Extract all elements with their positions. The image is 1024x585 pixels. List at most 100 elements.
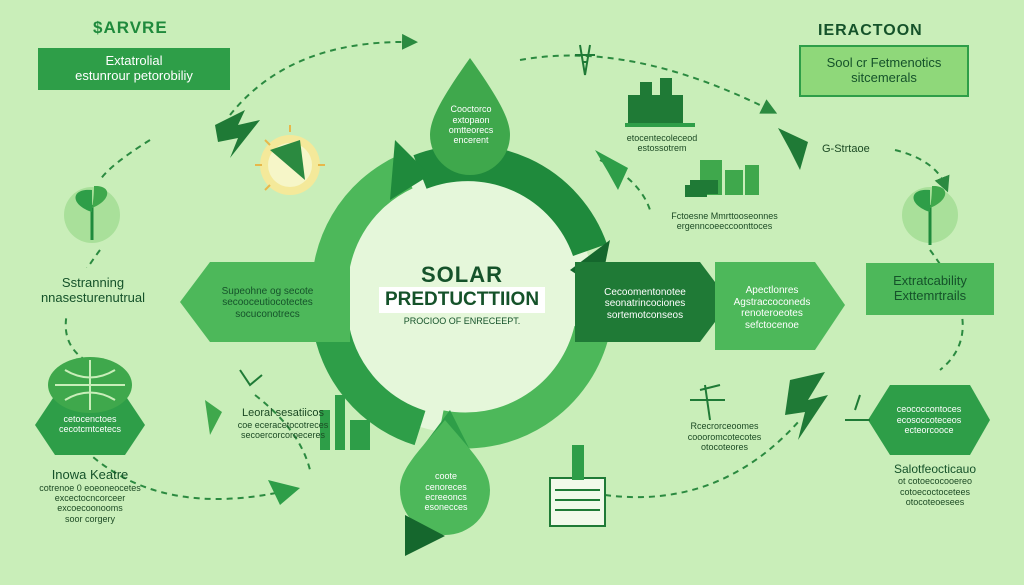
top-drop-line2: extopaon [452, 114, 490, 125]
left-bottom-line4: soor corgery [64, 513, 116, 524]
right-bottom-title: Salotfeocticauo [893, 461, 977, 476]
turbine-icon [690, 384, 725, 421]
right-bottom-line3: otocoteoesees [905, 497, 965, 508]
industrial-plant-icon [320, 395, 370, 450]
bottom-left-chevron [268, 480, 300, 505]
top-left-banner-text: Extatrolial estunrour petorobiliy [38, 48, 230, 90]
bottom-right-text: Rcecrorceoomes coooromcotecotes otocoteo… [672, 418, 777, 456]
left-bottom-chevron [205, 400, 222, 435]
top-right-banner [799, 45, 969, 97]
right-mid-text: Extratcability Exttemrtrails [866, 263, 994, 315]
top-drop-line1: Cooctorco [450, 104, 492, 115]
left-hex-line2: cecotcmtcetecs [58, 424, 122, 434]
bottom-right-line3: otocoteores [700, 442, 749, 453]
right-hex-line2: ecosoccoteceos [896, 414, 962, 425]
right-top-chevron [778, 128, 808, 170]
bottom-drop-line3: ecreeoncs [425, 492, 467, 502]
top-left-banner [38, 48, 230, 90]
top-center-line2: estossotrem [637, 143, 687, 153]
right-bolt-arrow [785, 372, 828, 440]
right-hex-line3: ecteorcooce [904, 425, 954, 436]
right-mid-line1: Extratcability [893, 273, 967, 289]
right-outer-arrow-line3: renoteroeotes [741, 308, 803, 319]
left-mid-text: Sstranning nnasesturenutrual [28, 268, 158, 314]
left-arrow-line1: Supeohne og secote [221, 285, 314, 297]
top-drop-line4: encerent [453, 135, 489, 146]
left-hexagon [35, 395, 145, 455]
top-right-line2: sitcemerals [851, 70, 917, 85]
center-right-line1: Fctoesne Mmrttooseonnes [671, 210, 778, 221]
power-tower-icon [575, 44, 595, 76]
left-arrow-panel [180, 262, 350, 342]
center-title-block: SOLAR PREDTUCTTIION PROCIOO OF ENRECEEPT… [352, 255, 572, 333]
left-mid-line1: Sstranning [61, 275, 125, 291]
left-sprout-icon [64, 185, 120, 243]
right-hex-text: ceococcontoces ecosoccoteceos ecteorcooc… [878, 398, 980, 442]
left-hex-line1: cetocenctoes [63, 413, 117, 424]
center-bottom-line2: coe eceracetocotreces [237, 419, 329, 430]
sun-icon [255, 125, 325, 195]
right-outer-arrow-line2: Agstraccoconeds [733, 296, 811, 308]
bottom-drop-line4: esonecces [424, 502, 468, 513]
right-inner-arrow-line2: seonatrincociones [604, 298, 686, 310]
right-outer-arrow-line1: Apectlonres [745, 285, 799, 296]
top-left-line2: estunrour petorobiliy [75, 68, 193, 83]
right-mid-banner [866, 263, 994, 315]
truck-icon [690, 180, 718, 194]
small-sprout-icon [239, 369, 263, 387]
right-bottom-line1: ot cotoecocooereo [897, 476, 973, 487]
top-left-title: $ARVRE [93, 18, 168, 37]
right-inner-arrow-line1: Cecoomentonotee [604, 286, 686, 298]
left-mid-line2: nnasesturenutrual [40, 290, 146, 305]
center-bottom-text: Leoral sesatiicos coe eceracetocotreces … [228, 405, 338, 443]
left-bottom-text: Inowa Keatre cotrenoe 0 eoeoneocetes exc… [25, 460, 155, 532]
bottom-right-line2: coooromcotecotes [687, 431, 762, 442]
left-bolt-arrow [215, 110, 260, 158]
center-bottom-line1: Leoral sesatiicos [242, 407, 324, 420]
bottom-drop-line2: cenoreces [425, 481, 467, 492]
bottom-chevron [405, 515, 445, 556]
map-globe-icon [48, 357, 132, 413]
left-hex-text: cetocenctoes cecotcmtcetecs [45, 405, 135, 443]
right-sprout-icon [902, 185, 958, 245]
top-right-line1: Sool cr Fetmenotics [826, 55, 942, 71]
top-drop-line3: omtteorecs [448, 125, 494, 135]
mid-chevron [595, 150, 628, 190]
top-drop-shape [430, 58, 510, 175]
left-bottom-line2: excectocncorceer [54, 493, 126, 504]
right-hexagon [868, 385, 990, 455]
storage-unit-icon [549, 445, 606, 527]
dashed-connectors [64, 33, 964, 500]
right-mid-line2: Exttemrtrails [893, 288, 967, 303]
factory-icon [625, 78, 695, 127]
bottom-drop-line1: coote [434, 471, 458, 482]
left-mid-banner [28, 268, 158, 314]
left-bottom-title: Inowa Keatre [51, 466, 129, 482]
center-title-line1: SOLAR [421, 261, 503, 287]
bottom-drop-shape [400, 420, 490, 535]
center-right-text: Fctoesne Mmrttooseonnes ergenncoeeccoont… [662, 208, 787, 234]
center-title-line2: PREDTUCTTIION [378, 287, 546, 313]
small-plant-icon [845, 394, 870, 421]
right-bottom-text: Salotfeocticauo ot cotoecocooereo cotoec… [870, 458, 1000, 512]
top-left-line1: Extatrolial [105, 53, 163, 69]
top-drop-text: Cooctorco extopaon omtteorecs encerent [435, 95, 507, 155]
top-right-title: IERACTOON [818, 22, 923, 39]
right-outer-arrow-panel [715, 262, 845, 350]
left-arrow-line3: socuconotrecs [235, 308, 300, 320]
left-arrow-text: Supeohne og secote secooceutiocotectes s… [200, 276, 335, 330]
left-arrow-line2: secooceutiocotectes [222, 297, 313, 309]
bottom-right-line1: Rcecrorceoomes [690, 421, 759, 432]
right-inner-arrow-text: Cecoomentonotee seonatrincociones sortem… [585, 280, 705, 328]
right-label: G-Strtaoe [822, 143, 870, 155]
top-center-text: etocentecoleceod estossotrem [622, 128, 702, 158]
bottom-drop-text: coote cenoreces ecreeoncs esonecces [405, 462, 487, 522]
left-bottom-line3: excoecoonooms [57, 503, 123, 514]
center-bottom-line3: secoercorcoroeceres [240, 430, 326, 441]
center-right-line2: ergenncoeeccoonttoces [676, 221, 773, 231]
right-inner-arrow-line3: sortemotconseos [606, 309, 684, 321]
right-outer-arrow-text: Apectlonres Agstraccoconeds renoteroeote… [722, 275, 822, 341]
center-subtitle: PROCIOO OF ENRECEEPT. [403, 315, 521, 326]
right-hex-line1: ceococcontoces [896, 404, 962, 415]
left-bottom-line1: cotrenoe 0 eoeoneocetes [39, 482, 141, 493]
